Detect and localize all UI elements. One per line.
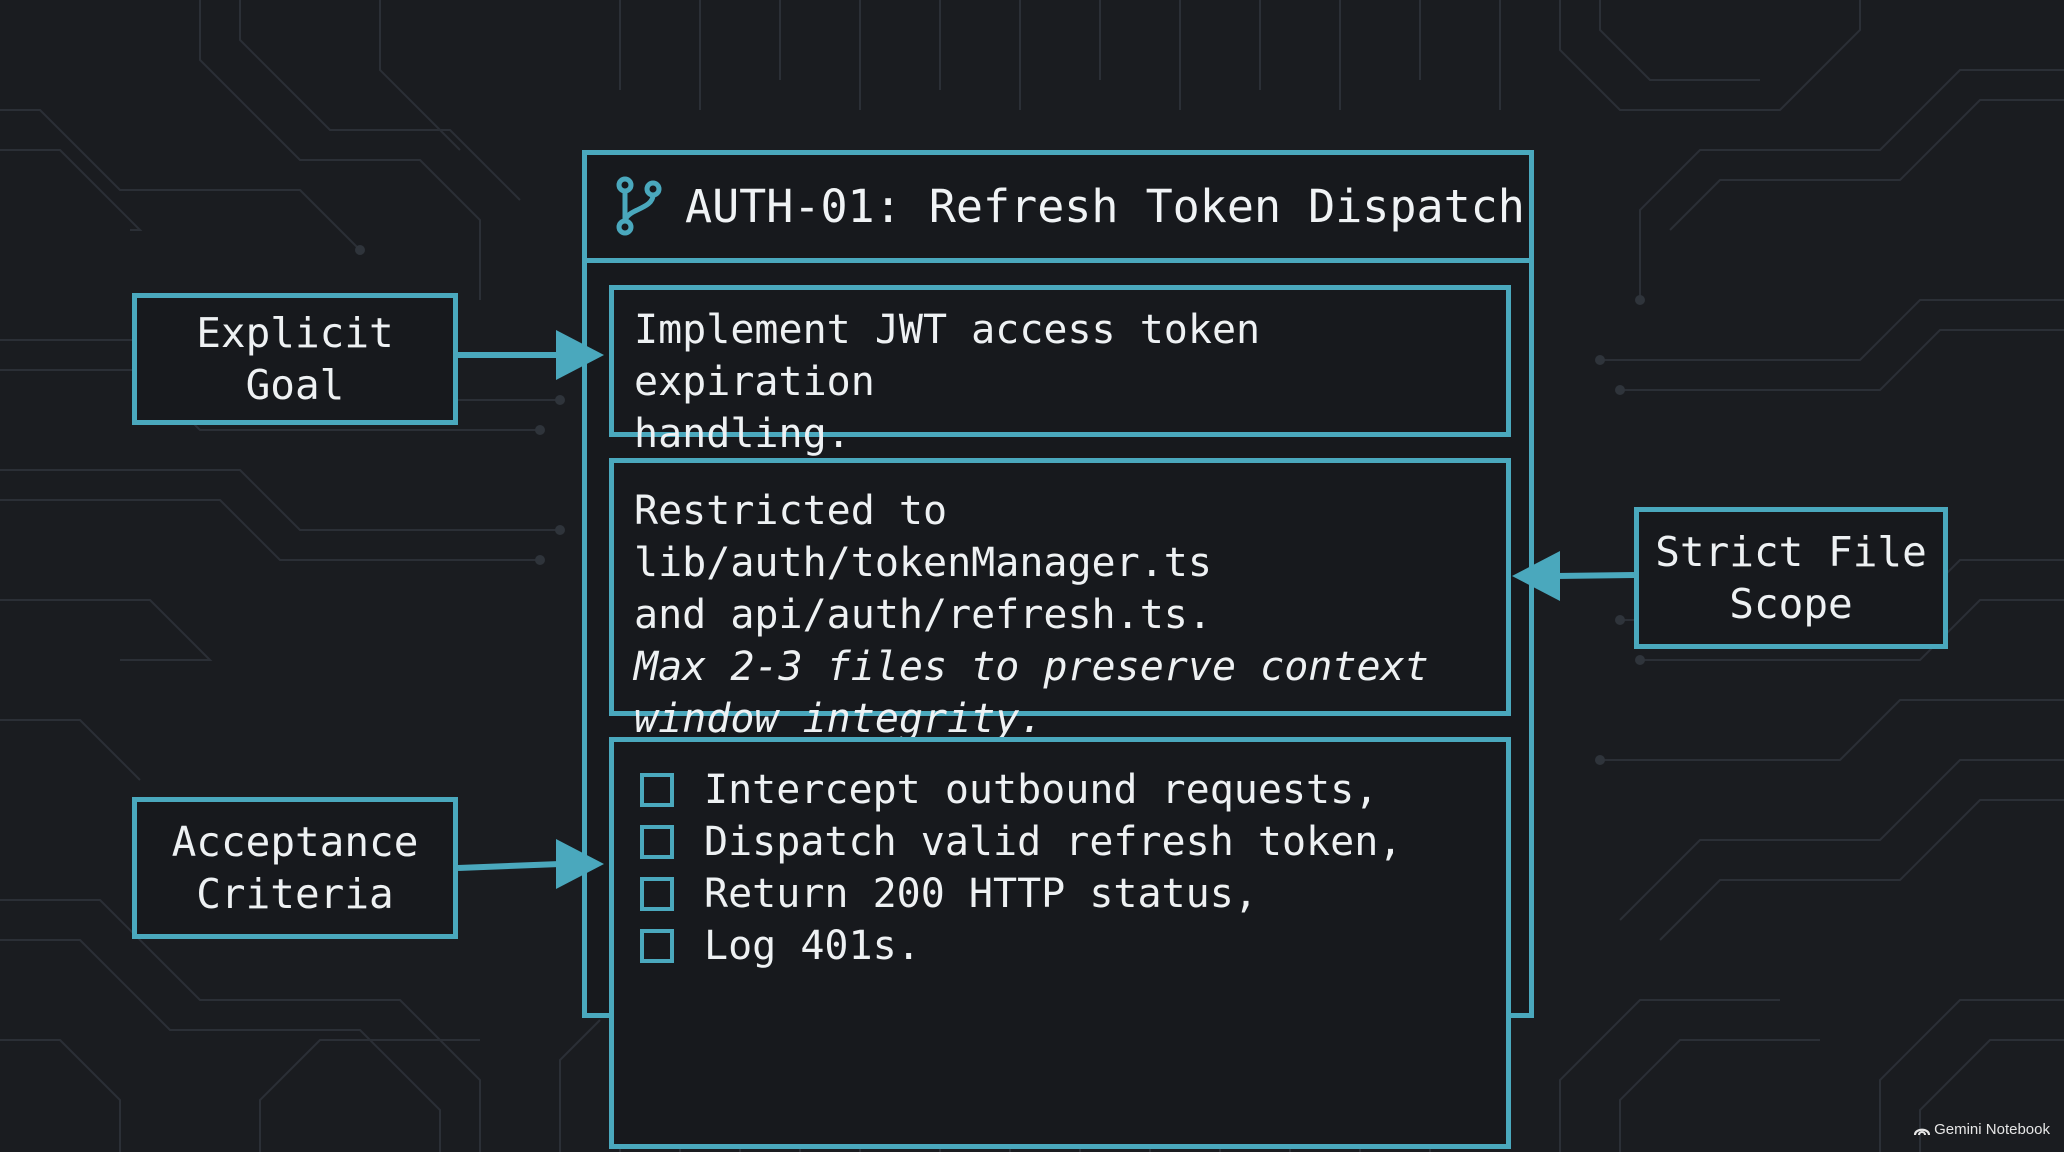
strict-file-scope-label: Strict File Scope [1634,507,1948,649]
criteria-checkbox[interactable] [640,929,674,963]
acceptance-criteria-text-line1: Acceptance [171,818,419,866]
card-header: AUTH-01: Refresh Token Dispatch [587,155,1529,263]
criteria-item-text: Intercept outbound requests, [704,767,1379,813]
criteria-checkbox[interactable] [640,877,674,911]
criteria-item-text: Return 200 HTTP status, [704,871,1258,917]
card-title: AUTH-01: Refresh Token Dispatch [685,180,1525,233]
criteria-item-text: Log 401s. [704,923,921,969]
strict-file-scope-text-line2: Scope [1729,580,1853,628]
goal-text-line2: handling. [634,411,851,457]
criteria-item[interactable]: Dispatch valid refresh token, [640,816,1486,868]
strict-file-scope-text-line1: Strict File [1655,528,1927,576]
scope-text-line1: Restricted to lib/auth/tokenManager.ts [634,488,1212,586]
criteria-item[interactable]: Intercept outbound requests, [640,764,1486,816]
scope-section: Restricted to lib/auth/tokenManager.ts a… [609,458,1511,742]
watermark: Gemini Notebook [1914,1121,2050,1138]
criteria-item[interactable]: Log 401s. [640,920,1486,972]
criteria-item-text: Dispatch valid refresh token, [704,819,1403,865]
scope-text-line2: and api/auth/refresh.ts. [634,592,1212,638]
scope-note-line2: window integrity. [634,696,1044,742]
criteria-section: Intercept outbound requests, Dispatch va… [609,737,1511,1149]
notebook-logo-icon [1914,1128,1931,1135]
goal-section: Implement JWT access token expiration ha… [609,285,1511,457]
goal-text-line1: Implement JWT access token expiration [634,307,1261,405]
scope-note-line1: Max 2-3 files to preserve context [634,644,1429,690]
explicit-goal-text: Explicit Goal [196,309,394,409]
criteria-item[interactable]: Return 200 HTTP status, [640,868,1486,920]
acceptance-criteria-text-line2: Criteria [196,870,394,918]
acceptance-criteria-label: Acceptance Criteria [132,797,458,939]
task-card: AUTH-01: Refresh Token Dispatch Implemen… [582,150,1534,1149]
criteria-checkbox[interactable] [640,825,674,859]
watermark-text: Gemini Notebook [1934,1121,2050,1138]
criteria-checkbox[interactable] [640,773,674,807]
git-branch-icon [616,176,662,235]
explicit-goal-label: Explicit Goal [132,293,458,425]
